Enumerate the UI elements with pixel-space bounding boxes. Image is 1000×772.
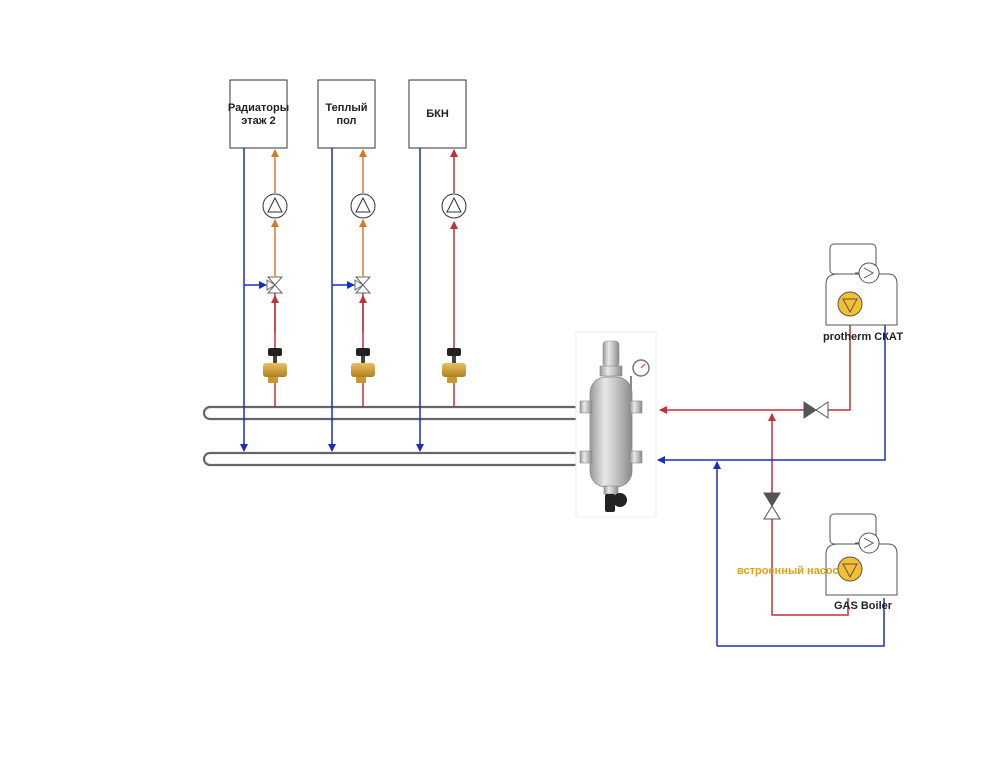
circulation-pump-icon	[350, 193, 376, 219]
consumer-label-line1: Теплый	[325, 102, 367, 114]
boiler-label: GAS Boiler	[834, 600, 893, 612]
check-valve-icon	[763, 492, 781, 520]
three-way-valve-icon	[354, 276, 372, 294]
boiler-gas: GAS Boiler	[825, 513, 898, 612]
consumer-label-line2: этаж 2	[241, 115, 275, 127]
builtin-pump-label: встроенный насос	[737, 565, 839, 577]
boiler-protherm-skat: protherm СКАТ	[823, 243, 903, 343]
consumer-radiators-floor2: Радиаторы этаж 2	[228, 79, 289, 149]
circuit-underfloor	[328, 148, 376, 452]
consumer-underfloor: Теплый пол	[317, 79, 376, 149]
boiler-label: protherm СКАТ	[823, 331, 903, 343]
consumer-label-line2: пол	[336, 115, 356, 127]
boiler-supply-lines	[659, 325, 851, 616]
supply-header	[202, 405, 582, 421]
circuit-bkn	[416, 148, 467, 452]
circuit-radiators	[240, 148, 288, 452]
pressure-gauge-icon	[632, 359, 650, 377]
balancing-valve-icon	[263, 348, 287, 383]
balancing-valve-icon	[351, 348, 375, 383]
consumer-bkn: БКН	[408, 79, 467, 149]
return-header	[202, 451, 582, 467]
circulation-pump-icon	[262, 193, 288, 219]
circulation-pump-icon	[441, 193, 467, 219]
consumer-label-line1: Радиаторы	[228, 102, 289, 114]
hydraulic-separator-icon	[575, 331, 657, 518]
balancing-valve-icon	[442, 348, 466, 383]
three-way-valve-icon	[266, 276, 284, 294]
consumer-label-line1: БКН	[426, 108, 449, 120]
check-valve-icon	[803, 401, 829, 419]
boiler-return-lines	[657, 325, 886, 647]
